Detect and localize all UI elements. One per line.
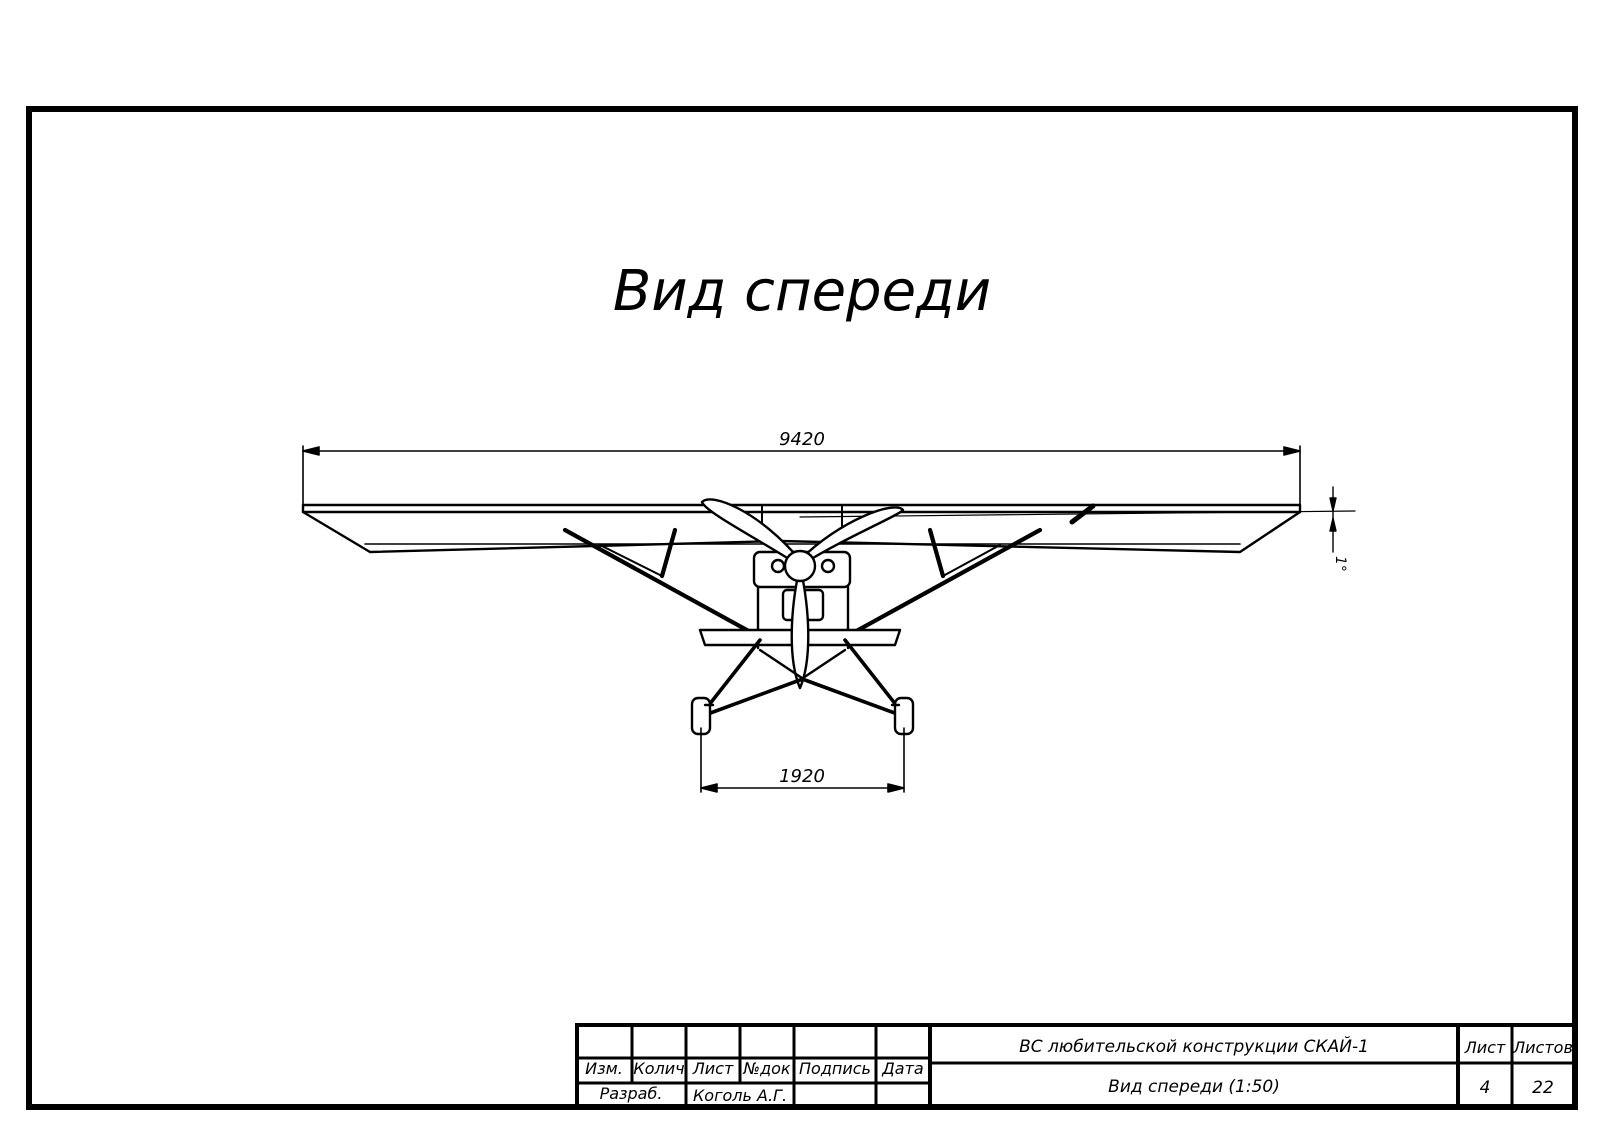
sheet-label: Лист — [1464, 1038, 1506, 1057]
sheets-total: 22 — [1532, 1078, 1554, 1098]
track-label: 1920 — [779, 766, 825, 787]
propeller — [700, 498, 905, 690]
drawing-name: Вид спереди (1:50) — [1108, 1077, 1280, 1097]
header-izm: Изм. — [585, 1059, 623, 1078]
sheet-title: Вид спереди — [613, 259, 991, 324]
header-podpis: Подпись — [799, 1059, 871, 1078]
project-name: ВС любительской конструкции СКАЙ-1 — [1019, 1035, 1369, 1057]
dihedral-label: 1° — [1332, 556, 1348, 572]
header-list: Лист — [692, 1059, 734, 1078]
sheets-label: Листов — [1512, 1038, 1573, 1057]
wheel-right — [890, 696, 915, 736]
wing-struts — [562, 527, 1043, 643]
title-block-headers: Изм. Колич Лист №док Подпись Дата — [585, 1059, 924, 1078]
landing-gear — [703, 638, 902, 717]
wingspan-label: 9420 — [779, 429, 825, 450]
wheel-left — [690, 696, 715, 736]
header-kolich: Колич — [633, 1059, 684, 1078]
dihedral-dimension — [1329, 486, 1337, 553]
header-data: Дата — [881, 1059, 923, 1078]
title-block — [575, 1023, 1577, 1109]
aircraft-front-view — [301, 445, 1356, 793]
developer-name: Коголь А.Г. — [693, 1086, 787, 1105]
sheet-number: 4 — [1480, 1078, 1491, 1098]
header-ndok: №док — [742, 1059, 790, 1078]
developer-role: Разраб. — [600, 1084, 663, 1103]
track-dimension — [700, 727, 905, 793]
wingspan-dimension — [302, 445, 1301, 513]
